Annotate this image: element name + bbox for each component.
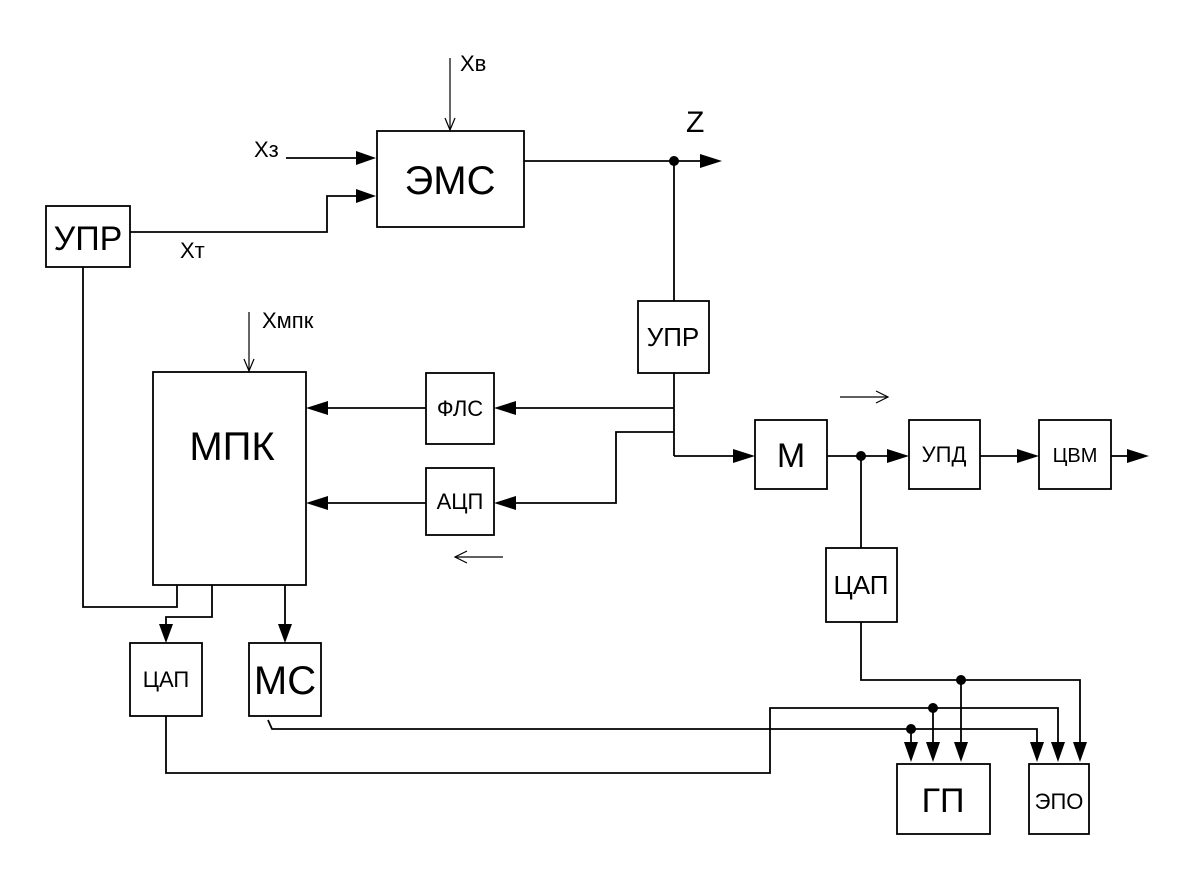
signal-z-label: Z xyxy=(686,106,704,139)
fls-to-mpk-line xyxy=(306,401,426,415)
ems-block: ЭМС xyxy=(376,130,525,228)
upr-right-block: УПР xyxy=(637,300,710,374)
signal-xt-label: Хт xyxy=(180,238,205,263)
cap-right-block: ЦАП xyxy=(825,547,898,623)
acp-label: АЦП xyxy=(437,489,484,514)
cap-right-outputs xyxy=(860,622,1087,762)
upd-label: УПД xyxy=(922,442,967,467)
m-label: М xyxy=(777,437,805,475)
epo-label: ЭПО xyxy=(1035,789,1084,814)
cap-left-outputs xyxy=(165,703,1065,774)
m-to-upd-line xyxy=(827,449,909,548)
xmpk-input-line xyxy=(243,312,255,373)
ms-block: МС xyxy=(248,642,322,717)
cap-left-label: ЦАП xyxy=(143,667,190,692)
fls-label: ФЛС xyxy=(437,396,483,421)
fls-block: ФЛС xyxy=(425,372,495,445)
upd-block: УПД xyxy=(908,419,981,490)
gp-label: ГП xyxy=(922,782,965,820)
xt-connection xyxy=(130,189,376,233)
mpk-label: МПК xyxy=(189,425,275,469)
cvm-output-line xyxy=(1111,449,1149,463)
xv-input-line xyxy=(444,58,456,132)
upr-right-label: УПР xyxy=(647,322,700,352)
mpk-to-cap-line xyxy=(159,585,213,643)
upr-left-to-mpk-line xyxy=(82,267,178,608)
signal-xmpk-label: Хмпк xyxy=(262,308,314,333)
ms-label: МС xyxy=(254,659,316,703)
xz-input-line xyxy=(286,151,376,165)
z-output-line xyxy=(524,154,722,301)
mpk-to-ms-line xyxy=(278,585,292,643)
upr-left-label: УПР xyxy=(54,220,123,258)
upd-to-cvm-line xyxy=(980,449,1039,463)
direction-right-arrow xyxy=(840,390,890,404)
upr-right-outputs xyxy=(494,373,755,510)
signal-xv-label: Хв xyxy=(460,51,486,76)
cvm-block: ЦВМ xyxy=(1038,419,1112,490)
m-block: М xyxy=(754,419,828,490)
ems-label: ЭМС xyxy=(405,159,496,203)
cap-right-label: ЦАП xyxy=(834,570,889,600)
cap-left-block: ЦАП xyxy=(129,642,203,717)
mpk-block: МПК xyxy=(152,371,307,586)
gp-block: ГП xyxy=(896,763,991,835)
ms-outputs xyxy=(267,719,1044,762)
direction-left-arrow xyxy=(453,550,503,564)
acp-to-mpk-line xyxy=(306,496,426,510)
acp-block: АЦП xyxy=(425,467,495,536)
signal-xz-label: Хз xyxy=(254,137,279,162)
epo-block: ЭПО xyxy=(1028,763,1090,835)
upr-left-block: УПР xyxy=(45,205,131,268)
cvm-label: ЦВМ xyxy=(1053,445,1098,467)
